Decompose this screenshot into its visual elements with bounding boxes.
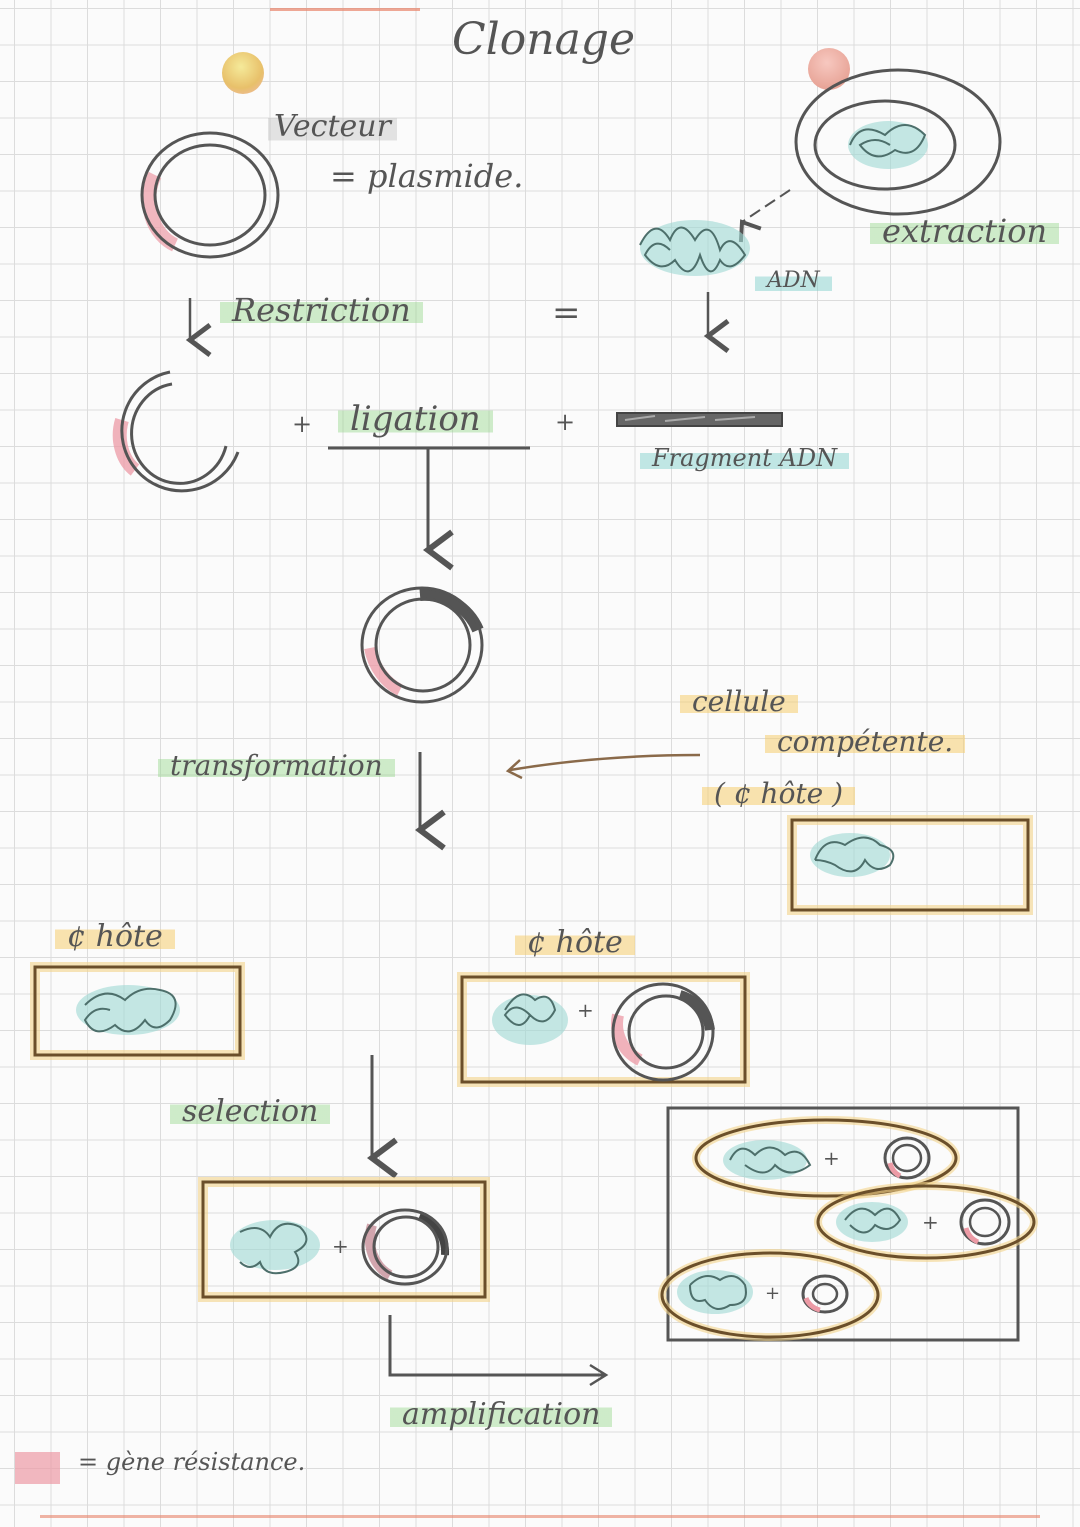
plasmid-label: = plasmide. xyxy=(330,157,524,195)
selected-cell-icon xyxy=(198,1177,490,1302)
extraction-label: extraction xyxy=(870,215,1060,247)
host-cell-paren-label: ( ¢ hôte ) xyxy=(702,780,856,808)
recombinant-plasmid-icon xyxy=(360,586,484,704)
selection-label: selection xyxy=(170,1097,331,1127)
resistance-gene-swatch xyxy=(15,1452,60,1484)
competent-cell-label-1: cellule xyxy=(680,688,798,716)
plus-sign-host: + xyxy=(577,998,594,1022)
plus-sign-right: + xyxy=(555,408,576,436)
equals-sign: = xyxy=(552,293,581,333)
host-cell-icon xyxy=(30,962,245,1060)
colonies-icon xyxy=(658,1106,1038,1342)
transformed-host-cell-icon xyxy=(457,972,750,1087)
dna-label: ADN xyxy=(755,270,832,292)
dna-fragment-label: Fragment ADN xyxy=(640,446,850,470)
pink-pin-icon xyxy=(808,48,850,90)
plus-sign-colony-1: + xyxy=(823,1146,840,1170)
transformation-label: transformation xyxy=(158,752,395,780)
plus-sign-selected: + xyxy=(332,1234,349,1258)
competent-host-cell-icon xyxy=(787,815,1033,915)
extracted-dna-icon xyxy=(639,220,750,276)
page-bottom-border xyxy=(40,1515,1040,1518)
restriction-label: Restriction xyxy=(220,294,423,326)
page-top-border xyxy=(270,8,420,11)
legend-resistance-gene: = gène résistance. xyxy=(78,1448,306,1476)
competent-cell-label-2: compétente. xyxy=(765,728,966,756)
donor-cell-icon xyxy=(794,68,1002,216)
plus-sign-colony-3: + xyxy=(765,1283,781,1304)
dna-fragment-icon xyxy=(616,412,783,427)
open-plasmid-icon xyxy=(112,370,240,493)
plasmid-vector-icon xyxy=(140,131,280,259)
ligation-label: ligation xyxy=(338,402,493,436)
plus-sign-colony-2: + xyxy=(922,1210,939,1234)
amplification-label: amplification xyxy=(390,1400,613,1430)
yellow-pin-icon xyxy=(222,52,264,94)
plus-sign-left: + xyxy=(292,410,313,438)
host-middle-label: ¢ hôte xyxy=(515,928,635,958)
page-title: Clonage xyxy=(452,14,636,65)
vector-label: Vecteur xyxy=(268,112,397,142)
host-left-label: ¢ hôte xyxy=(55,922,175,952)
